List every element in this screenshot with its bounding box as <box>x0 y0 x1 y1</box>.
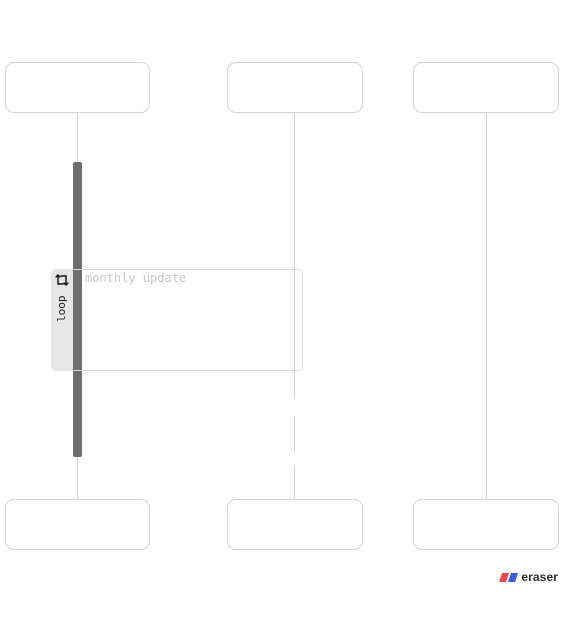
participant-box-top-3[interactable] <box>413 62 559 113</box>
participant-box-top-1[interactable] <box>5 62 150 113</box>
participant-box-bottom-1[interactable] <box>5 499 150 550</box>
eraser-brand-text: eraser <box>521 570 558 584</box>
participant-box-bottom-3[interactable] <box>413 499 559 550</box>
lifeline-gap <box>294 398 295 416</box>
participant-box-top-2[interactable] <box>227 62 363 113</box>
repeat-icon <box>55 274 69 286</box>
activation-bar[interactable] <box>73 162 82 457</box>
eraser-logo-icon <box>499 572 519 582</box>
eraser-branding[interactable]: eraser <box>499 570 558 584</box>
loop-condition-label: monthly update <box>85 271 187 285</box>
participant-box-bottom-2[interactable] <box>227 499 363 550</box>
loop-tab[interactable]: loop <box>51 269 73 371</box>
lifeline-3 <box>486 113 487 499</box>
lifeline-gap <box>294 452 295 466</box>
lifeline-2 <box>294 113 295 499</box>
loop-keyword-label: loop <box>55 296 68 323</box>
